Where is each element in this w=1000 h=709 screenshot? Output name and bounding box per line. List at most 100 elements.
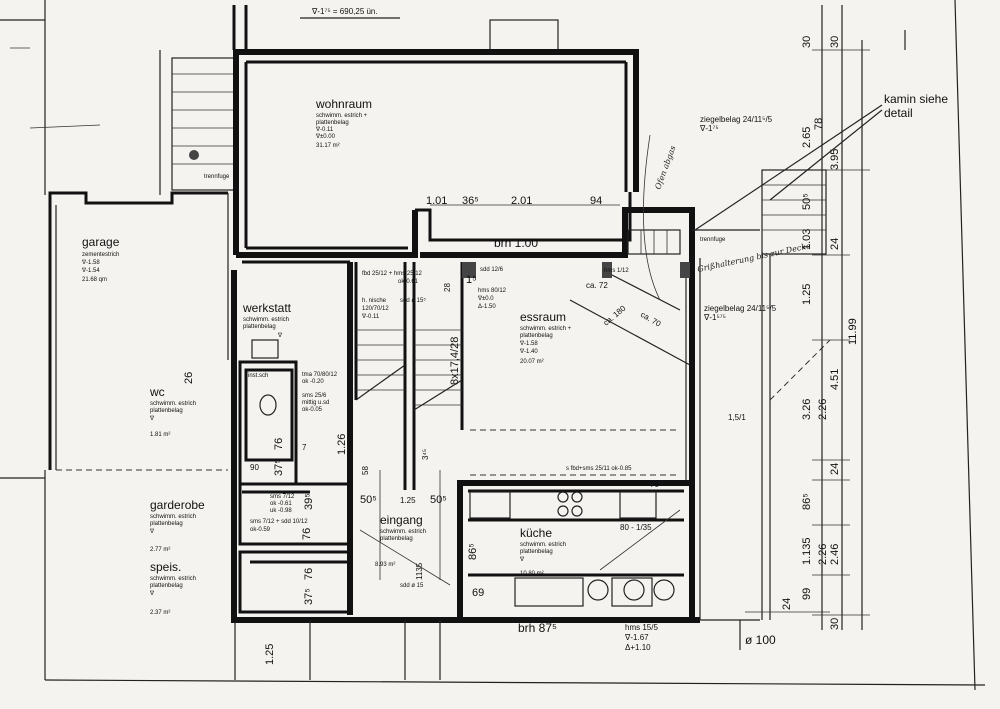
svg-text:∇-1⁵⁷⁵: ∇-1⁵⁷⁵ bbox=[703, 313, 726, 322]
svg-text:∇-1.40: ∇-1.40 bbox=[519, 348, 538, 355]
svg-text:11.99: 11.99 bbox=[847, 318, 859, 345]
svg-text:ziegelbelag 24/11⁵/5: ziegelbelag 24/11⁵/5 bbox=[700, 115, 773, 124]
svg-text:1.25: 1.25 bbox=[400, 496, 416, 505]
svg-text:h. nische: h. nische bbox=[362, 298, 387, 304]
room-werkstatt: werkstatt schwimm. estrich plattenbelag … bbox=[242, 301, 292, 359]
svg-text:94: 94 bbox=[590, 195, 602, 207]
svg-text:21.68 qm: 21.68 qm bbox=[82, 277, 107, 283]
svg-text:3.95: 3.95 bbox=[829, 149, 841, 170]
svg-text:24: 24 bbox=[829, 238, 841, 250]
svg-text:plattenbelag: plattenbelag bbox=[150, 583, 183, 589]
svg-text:speis.: speis. bbox=[150, 560, 181, 574]
svg-text:ok-0.59: ok-0.59 bbox=[250, 527, 271, 533]
svg-text:1.03: 1.03 bbox=[801, 229, 813, 250]
svg-text:76: 76 bbox=[273, 438, 285, 450]
svg-text:3⁴⁵: 3⁴⁵ bbox=[421, 449, 430, 460]
svg-text:∇: ∇ bbox=[149, 528, 155, 535]
svg-text:sdd 12/6: sdd 12/6 bbox=[480, 267, 504, 273]
svg-text:70: 70 bbox=[650, 480, 659, 489]
svg-text:24: 24 bbox=[781, 598, 793, 610]
svg-text:ø 100: ø 100 bbox=[745, 633, 776, 647]
svg-text:Δ-1.50: Δ-1.50 bbox=[478, 304, 496, 310]
svg-text:eingang: eingang bbox=[380, 513, 423, 527]
svg-text:∇-1.54: ∇-1.54 bbox=[81, 267, 100, 274]
walls bbox=[48, 49, 700, 623]
svg-text:hms 80/12: hms 80/12 bbox=[478, 288, 507, 294]
svg-text:2.26: 2.26 bbox=[817, 544, 829, 565]
svg-text:50⁵: 50⁵ bbox=[801, 193, 813, 210]
svg-text:plattenbelag: plattenbelag bbox=[316, 120, 349, 126]
svg-text:hms 1/12: hms 1/12 bbox=[604, 268, 629, 274]
svg-text:90: 90 bbox=[250, 463, 259, 472]
svg-text:50⁵: 50⁵ bbox=[360, 494, 377, 506]
svg-text:sdd ø 15⁵: sdd ø 15⁵ bbox=[400, 297, 426, 304]
svg-text:schwimm. estrich: schwimm. estrich bbox=[243, 317, 289, 323]
svg-text:∇-1⁷⁵: ∇-1⁷⁵ bbox=[699, 124, 719, 133]
svg-text:brh 1.00: brh 1.00 bbox=[494, 236, 538, 250]
svg-text:plattenbelag: plattenbelag bbox=[150, 521, 183, 527]
svg-text:hms 15/5: hms 15/5 bbox=[625, 623, 658, 632]
svg-text:∇: ∇ bbox=[277, 332, 283, 339]
svg-text:garderobe: garderobe bbox=[150, 498, 205, 512]
svg-text:schwimm. estrich: schwimm. estrich bbox=[520, 542, 566, 548]
svg-text:10.80 m²: 10.80 m² bbox=[520, 571, 544, 577]
svg-text:schwimm. estrich: schwimm. estrich bbox=[150, 514, 196, 520]
svg-text:1.25: 1.25 bbox=[801, 284, 813, 305]
svg-text:36⁵: 36⁵ bbox=[462, 195, 479, 207]
svg-text:plattenbelag: plattenbelag bbox=[520, 549, 553, 555]
sheet-frame bbox=[0, 0, 986, 691]
right-stair bbox=[692, 169, 831, 621]
svg-text:28: 28 bbox=[443, 283, 452, 292]
svg-text:s fbd+sms 25/11 ok-0.85: s fbd+sms 25/11 ok-0.85 bbox=[566, 466, 632, 472]
dimension-lines-right bbox=[234, 5, 906, 680]
svg-text:78: 78 bbox=[813, 118, 825, 130]
svg-text:2.26: 2.26 bbox=[817, 399, 829, 420]
svg-text:1.135: 1.135 bbox=[801, 537, 813, 565]
svg-text:2.01: 2.01 bbox=[511, 195, 532, 207]
svg-text:Ofen abgas: Ofen abgas bbox=[653, 145, 677, 191]
svg-text:2.77 m²: 2.77 m² bbox=[150, 547, 170, 553]
svg-text:8x17,4/28: 8x17,4/28 bbox=[449, 337, 461, 385]
svg-text:1135: 1135 bbox=[415, 562, 424, 580]
svg-text:plattenbelag: plattenbelag bbox=[243, 324, 276, 330]
svg-text:∇±0.00: ∇±0.00 bbox=[315, 133, 336, 140]
svg-text:120/70/12: 120/70/12 bbox=[362, 306, 389, 312]
svg-text:trennfuge: trennfuge bbox=[204, 174, 230, 180]
svg-text:∇-1.58: ∇-1.58 bbox=[519, 340, 538, 347]
svg-text:zementestrich: zementestrich bbox=[82, 252, 119, 258]
svg-text:∇-1.58: ∇-1.58 bbox=[81, 259, 100, 266]
svg-text:3.26: 3.26 bbox=[801, 399, 813, 420]
svg-text:ok -0.61: ok -0.61 bbox=[270, 501, 292, 507]
svg-text:schwimm. estrich: schwimm. estrich bbox=[150, 401, 196, 407]
svg-text:kamin siehe: kamin siehe bbox=[884, 92, 948, 106]
svg-text:Grißhalterung bis zur Decke: Grißhalterung bis zur Decke bbox=[697, 241, 812, 274]
svg-text:schwimm. estrich +: schwimm. estrich + bbox=[316, 113, 368, 119]
svg-text:sms 7/12 + sdd 10/12: sms 7/12 + sdd 10/12 bbox=[250, 519, 308, 525]
svg-text:50⁵: 50⁵ bbox=[430, 494, 447, 506]
svg-text:30: 30 bbox=[801, 36, 813, 48]
svg-text:ok-0.61: ok-0.61 bbox=[398, 279, 419, 285]
svg-text:ca. 72: ca. 72 bbox=[586, 281, 608, 290]
svg-text:1,5/1: 1,5/1 bbox=[728, 413, 746, 422]
svg-text:essraum: essraum bbox=[520, 310, 566, 324]
svg-text:schwimm. estrich: schwimm. estrich bbox=[150, 576, 196, 582]
svg-text:2.46: 2.46 bbox=[829, 544, 841, 565]
svg-text:brh 87⁵: brh 87⁵ bbox=[518, 621, 557, 635]
kitchen-fixtures bbox=[469, 491, 675, 607]
svg-text:inst.sch: inst.sch bbox=[248, 373, 268, 379]
svg-text:30: 30 bbox=[829, 36, 841, 48]
svg-text:1.26: 1.26 bbox=[336, 434, 348, 455]
svg-text:39⁵: 39⁵ bbox=[303, 493, 315, 510]
svg-text:detail: detail bbox=[884, 106, 913, 120]
svg-text:86⁵: 86⁵ bbox=[467, 543, 479, 560]
svg-text:plattenbelag: plattenbelag bbox=[380, 536, 413, 542]
svg-text:uk -0.98: uk -0.98 bbox=[270, 508, 292, 514]
svg-text:wc: wc bbox=[149, 385, 165, 399]
svg-text:mittig u.sd: mittig u.sd bbox=[302, 400, 329, 406]
svg-text:58: 58 bbox=[361, 466, 370, 475]
svg-text:ok-0.05: ok-0.05 bbox=[302, 407, 323, 413]
room-eingang: eingang schwimm. estrich plattenbelag 8.… bbox=[375, 513, 426, 568]
room-wohnraum: wohnraum schwimm. estrich + plattenbelag… bbox=[315, 97, 372, 149]
main-stair bbox=[355, 329, 680, 476]
svg-text:31.17 m²: 31.17 m² bbox=[316, 143, 340, 149]
